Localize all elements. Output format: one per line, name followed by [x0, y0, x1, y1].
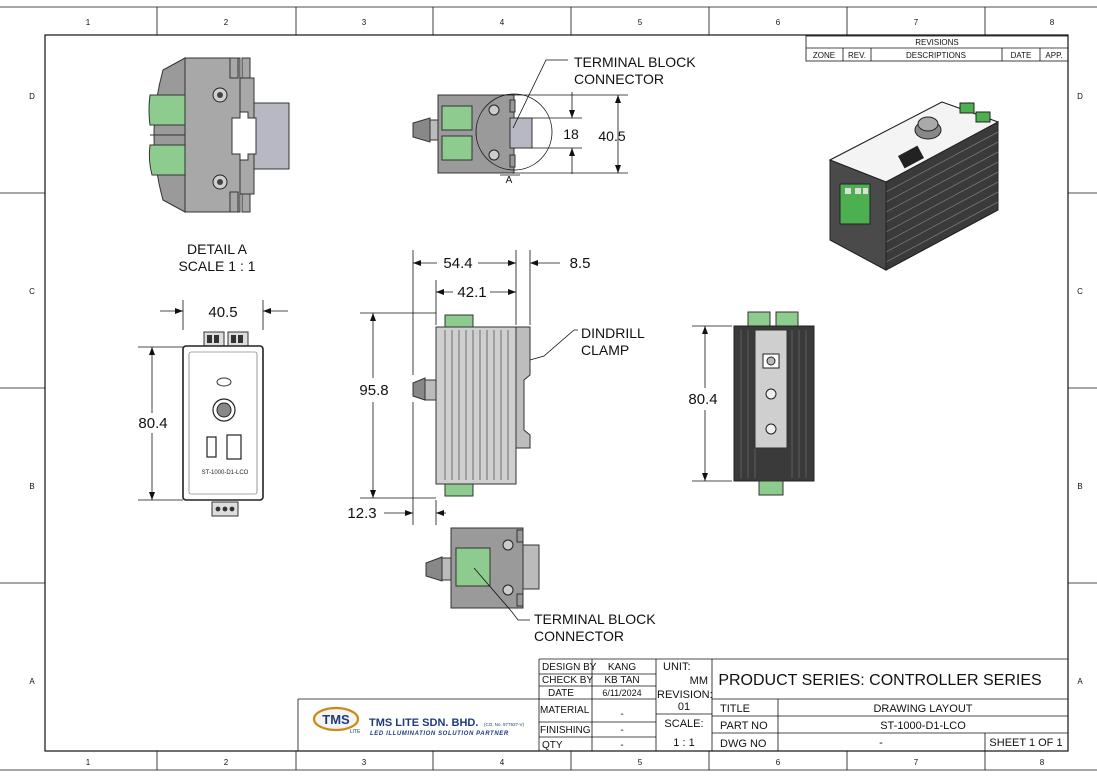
rev-header-rev: REV. [848, 51, 866, 60]
part-no-label: PART NO [720, 720, 768, 732]
zone-row-c-left: C [29, 287, 35, 296]
unit-value: MM [690, 675, 708, 687]
title-value: DRAWING LAYOUT [873, 703, 972, 715]
dim-18: 18 [563, 126, 579, 142]
zone-col-1-top: 1 [86, 18, 91, 27]
check-by-label: CHECK BY [542, 675, 593, 686]
rev-header-app: APP. [1045, 51, 1062, 60]
company-tagline: LED ILLUMINATION SOLUTION PARTNER [370, 731, 509, 737]
dim-40-5-front: 40.5 [208, 304, 237, 321]
scale-label: SCALE: [664, 718, 703, 730]
zone-row-c-right: C [1077, 287, 1083, 296]
unit-label: UNIT: [663, 661, 691, 673]
zone-col-5-top: 5 [638, 18, 643, 27]
top-callout-line2: CONNECTOR [574, 71, 664, 87]
side-callout-line2: CLAMP [581, 342, 629, 358]
scale-value: 1 : 1 [673, 737, 694, 749]
date-value: 6/11/2024 [602, 688, 641, 698]
zone-col-3-bottom: 3 [362, 758, 367, 767]
zone-col-6-bottom: 6 [776, 758, 781, 767]
company-block: TMS LITE TMS LITE SDN. BHD. (CO. No. 977… [312, 706, 525, 737]
design-by-label: DESIGN BY [542, 662, 597, 673]
rev-header-descriptions: DESCRIPTIONS [906, 51, 966, 60]
company-reg: (CO. No. 977937-V) [484, 722, 525, 727]
company-logo: TMS LITE [312, 706, 361, 735]
part-no-value: ST-1000-D1-LCO [880, 720, 966, 732]
detail-a-view: DETAIL A SCALE 1 : 1 [148, 57, 290, 274]
zone-col-2-bottom: 2 [224, 758, 229, 767]
detail-a-title: DETAIL A [187, 241, 248, 257]
dim-54-4: 54.4 [443, 255, 472, 272]
product-series: PRODUCT SERIES: CONTROLLER SERIES [718, 672, 1041, 689]
zone-row-b-left: B [29, 482, 34, 491]
date-label: DATE [548, 688, 574, 699]
finishing-value: - [620, 725, 623, 736]
qty-label: QTY [542, 740, 563, 751]
revisions-title: REVISIONS [915, 38, 959, 47]
zone-row-a-right: A [1077, 677, 1083, 686]
zone-col-1-bottom: 1 [86, 758, 91, 767]
dim-80-4-back: 80.4 [688, 391, 717, 408]
zone-row-b-right: B [1077, 482, 1082, 491]
top-view: A TERMINAL BLOCK CONNECTOR 18 40.5 [412, 54, 696, 186]
company-name: TMS LITE SDN. BHD. [369, 717, 478, 729]
zone-col-7-bottom: 7 [914, 758, 919, 767]
bottom-view: TERMINAL BLOCK CONNECTOR [425, 527, 656, 644]
design-by-value: KANG [608, 662, 637, 673]
dim-8-5: 8.5 [570, 255, 591, 272]
rev-header-date: DATE [1011, 51, 1032, 60]
front-view: ST-1000-D1-LCO 40.5 80.4 [138, 300, 288, 517]
logo-subtext: LITE [350, 729, 361, 735]
rev-header-zone: ZONE [813, 51, 835, 60]
dwg-no-label: DWG NO [720, 738, 767, 750]
finishing-label: FINISHING [540, 725, 591, 736]
sheet-border [0, 6, 1097, 771]
zone-col-8-bottom: 8 [1040, 758, 1045, 767]
zone-col-4-top: 4 [500, 18, 505, 27]
title-block: DESIGN BY KANG CHECK BY KB TAN DATE 6/11… [297, 658, 1068, 751]
isometric-view [828, 101, 1000, 271]
qty-value: - [620, 740, 623, 751]
front-panel-label: ST-1000-D1-LCO [202, 470, 249, 476]
bottom-callout-line1: TERMINAL BLOCK [534, 611, 656, 627]
zone-col-4-bottom: 4 [500, 758, 505, 767]
zone-col-3-top: 3 [362, 18, 367, 27]
top-callout-line1: TERMINAL BLOCK [574, 54, 696, 70]
material-value: - [620, 709, 623, 720]
detail-a-marker: A [506, 175, 513, 186]
material-label: MATERIAL [540, 705, 590, 716]
dim-40-5-top: 40.5 [598, 128, 625, 144]
back-view: 80.4 [688, 311, 815, 496]
check-by-value: KB TAN [604, 675, 639, 686]
side-view: DINDRILL CLAMP 54.4 8.5 42.1 95.8 12.3 [347, 250, 645, 525]
bottom-callout-line2: CONNECTOR [534, 628, 624, 644]
logo-text: TMS [322, 712, 350, 727]
zone-row-a-left: A [29, 677, 35, 686]
dim-80-4-front: 80.4 [138, 415, 167, 432]
zone-row-d-left: D [29, 92, 35, 101]
zone-col-2-top: 2 [224, 18, 229, 27]
dwg-no-value: - [879, 737, 883, 749]
revision-value: 01 [678, 701, 690, 713]
revisions-table: REVISIONS ZONE REV. DESCRIPTIONS DATE AP… [805, 35, 1069, 62]
dim-95-8: 95.8 [359, 382, 388, 399]
zone-col-7-top: 7 [914, 18, 919, 27]
zone-col-8-top: 8 [1050, 18, 1055, 27]
detail-a-scale: SCALE 1 : 1 [178, 258, 255, 274]
title-label: TITLE [720, 703, 750, 715]
side-callout-line1: DINDRILL [581, 325, 645, 341]
revision-label: REVISION: [657, 689, 713, 701]
zone-row-d-right: D [1077, 92, 1083, 101]
zone-col-6-top: 6 [776, 18, 781, 27]
dim-12-3: 12.3 [347, 505, 376, 522]
zone-col-5-bottom: 5 [638, 758, 643, 767]
dim-42-1: 42.1 [457, 284, 486, 301]
sheet-value: SHEET 1 OF 1 [989, 737, 1062, 749]
